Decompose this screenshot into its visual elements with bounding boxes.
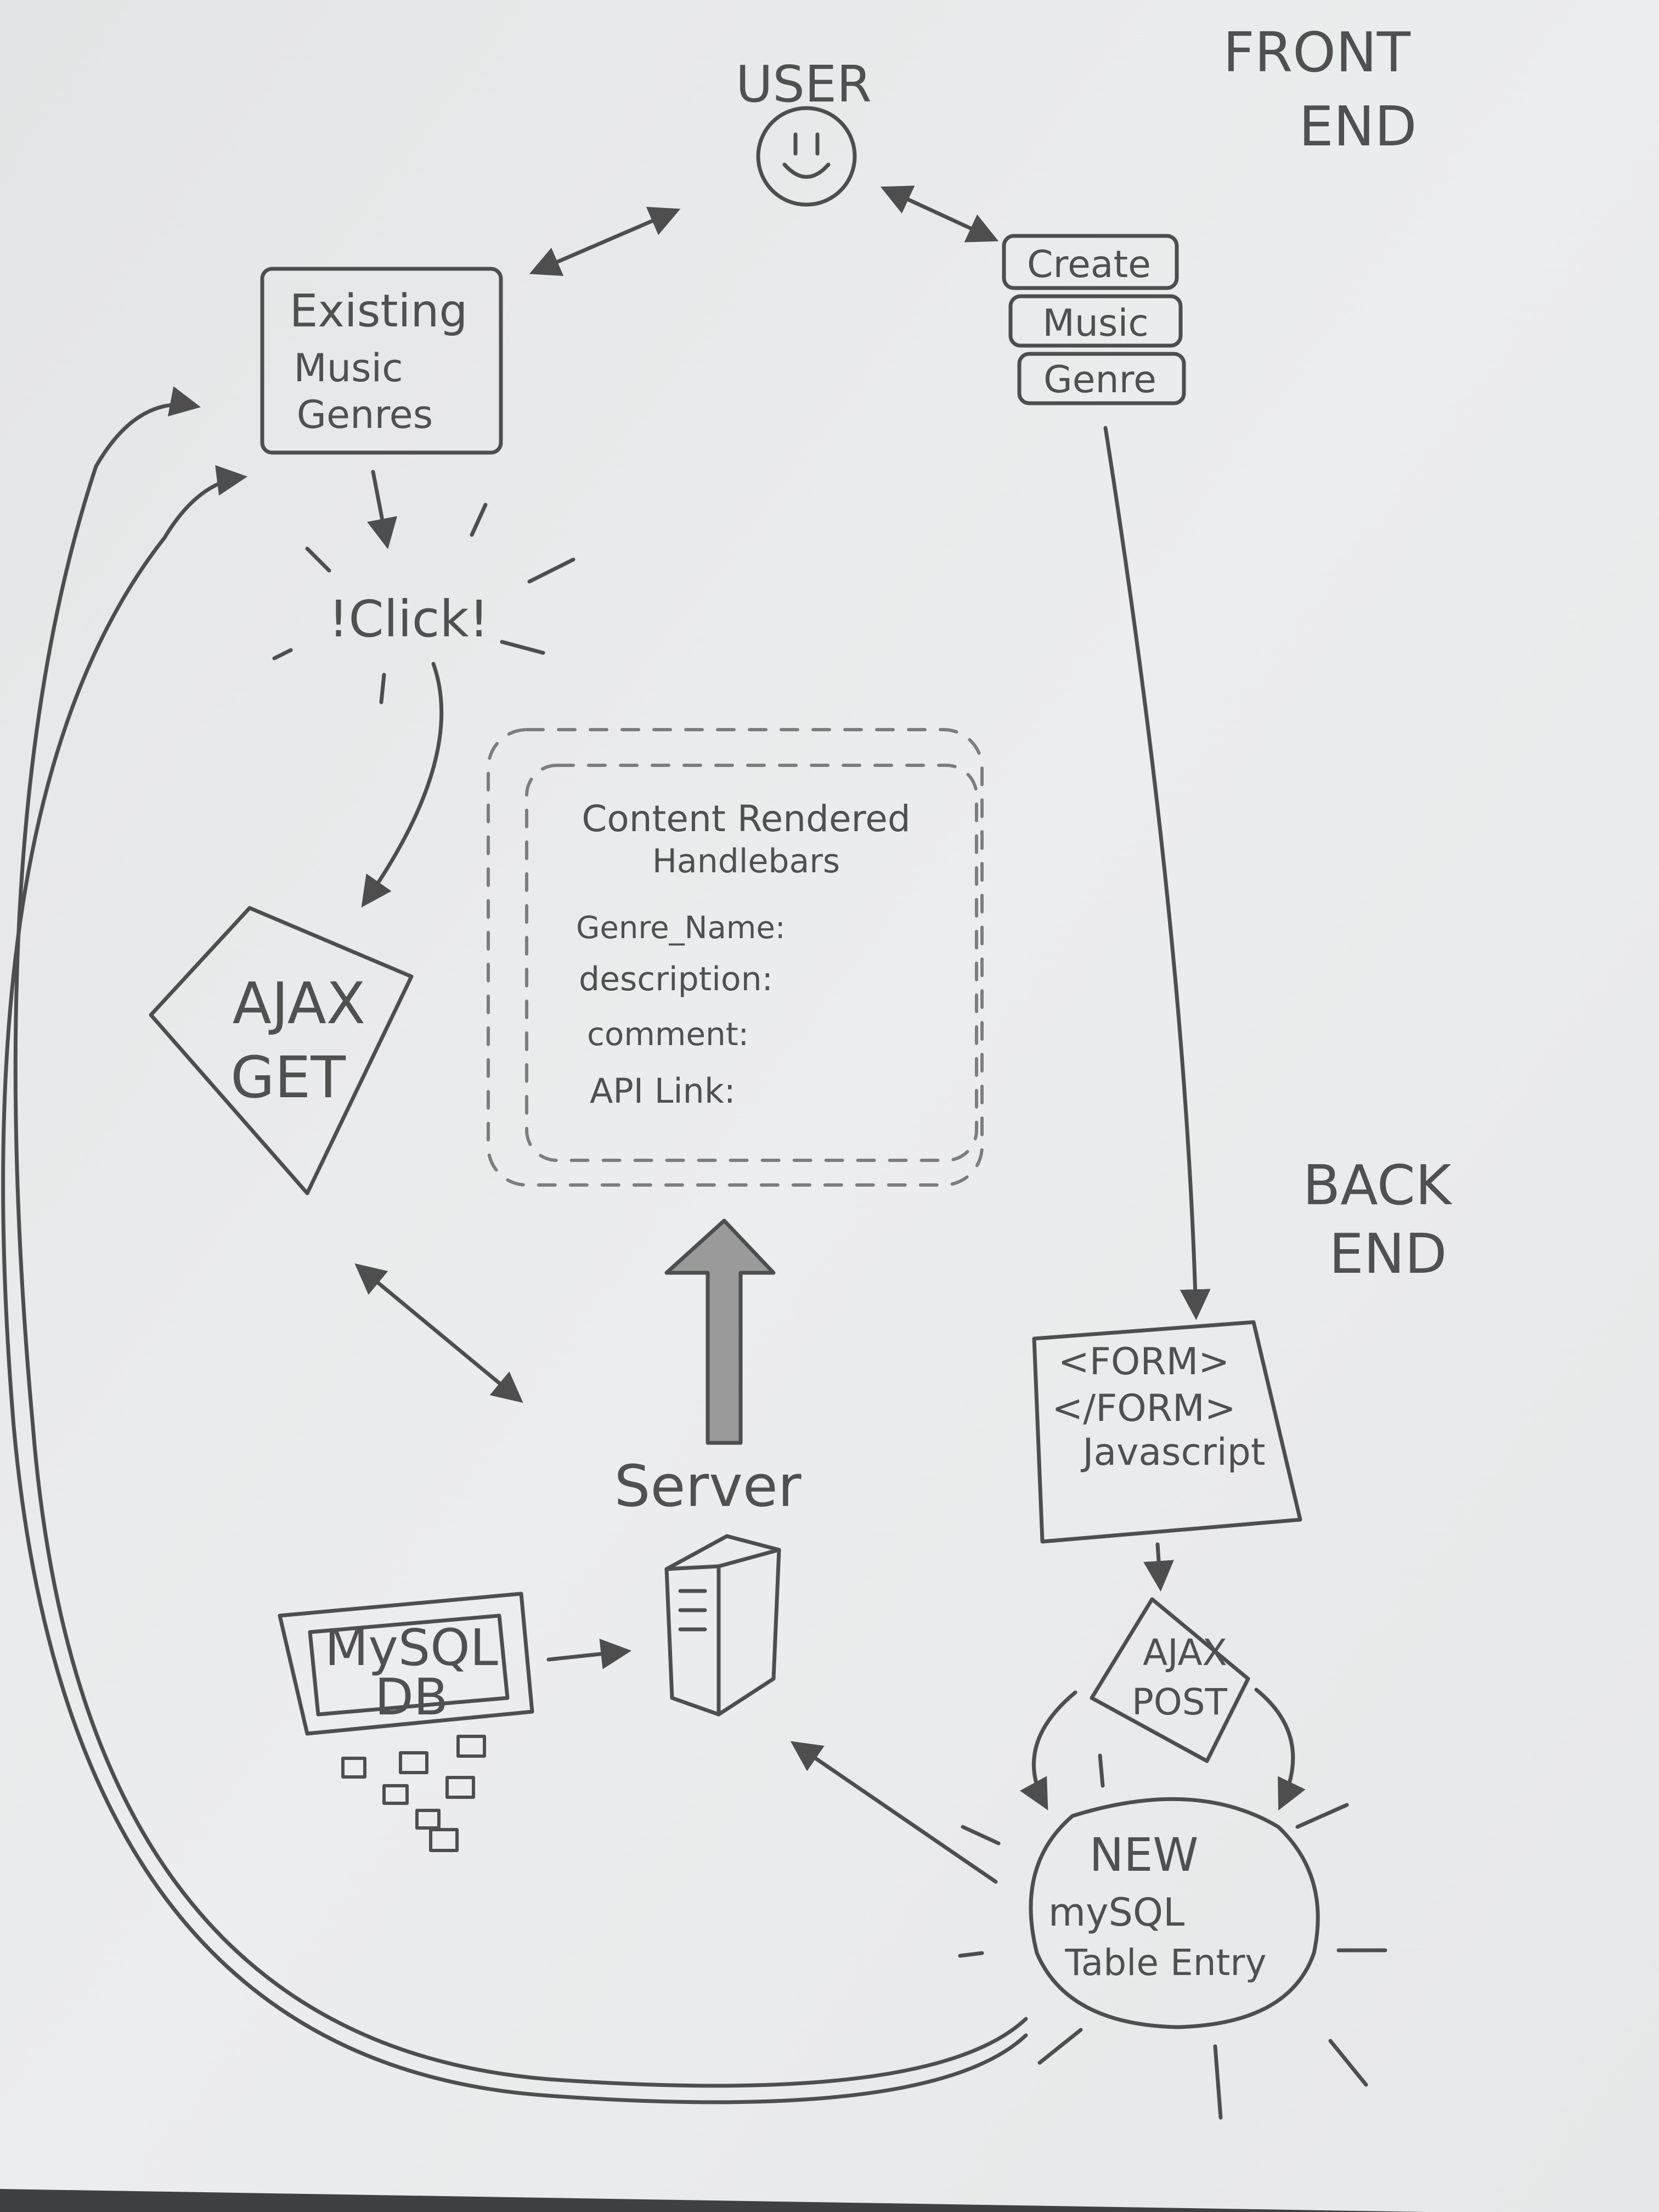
mysql-db-node: MySQL DB xyxy=(278,1592,534,1852)
svg-text:Music: Music xyxy=(1042,302,1148,345)
field-genre-name: Genre_Name: xyxy=(576,910,786,946)
arrow-new-existing-inner xyxy=(1,465,1028,2104)
svg-text:</FORM>: </FORM> xyxy=(1052,1387,1235,1430)
svg-text:Table Entry: Table Entry xyxy=(1064,1942,1266,1984)
field-description: description: xyxy=(579,960,773,998)
arrow-new-server xyxy=(790,1741,998,1884)
create-genre-buttons: Create Music Genre xyxy=(1002,234,1186,405)
arrow-db-server xyxy=(546,1638,632,1669)
existing-genres-box: Existing Music Genres xyxy=(260,267,503,455)
arrow-new-existing-outer xyxy=(13,386,1028,2088)
back-end-label: BACK END xyxy=(1303,1153,1453,1286)
server-tower-icon xyxy=(664,1534,781,1717)
svg-text:Music: Music xyxy=(294,346,403,391)
arrow-ajaxpost-new-left xyxy=(1019,1690,1077,1810)
arrow-server-content xyxy=(664,1218,776,1445)
svg-text:Existing: Existing xyxy=(290,285,468,337)
svg-text:FRONT: FRONT xyxy=(1223,20,1411,84)
arrow-ajaxget-server xyxy=(354,1263,523,1403)
svg-text:MySQL: MySQL xyxy=(325,1618,498,1677)
arrow-ajaxpost-new-right xyxy=(1254,1688,1306,1811)
server-node: Server xyxy=(614,1453,802,1717)
arrow-user-existing xyxy=(529,207,681,276)
ajax-post-node: AJAX POST xyxy=(1090,1597,1250,1763)
click-burst: !Click! xyxy=(272,503,575,704)
svg-text:Create: Create xyxy=(1027,243,1151,286)
arrow-create-form xyxy=(1103,426,1211,1321)
svg-text:NEW: NEW xyxy=(1090,1828,1199,1882)
field-comment: comment: xyxy=(587,1015,749,1053)
svg-text:AJAX: AJAX xyxy=(1143,1632,1227,1674)
field-api-link: API Link: xyxy=(590,1071,736,1111)
svg-text:Handlebars: Handlebars xyxy=(652,842,840,881)
arrow-form-ajaxpost xyxy=(1143,1542,1174,1592)
user-label: USER xyxy=(736,55,872,114)
svg-text:<FORM>: <FORM> xyxy=(1058,1340,1230,1384)
arrow-click-ajaxget xyxy=(361,662,444,908)
svg-text:Content Rendered: Content Rendered xyxy=(582,798,910,840)
svg-text:BACK: BACK xyxy=(1303,1153,1453,1217)
user-node: USER xyxy=(736,55,872,207)
record-squares-icon xyxy=(341,1735,486,1852)
content-rendered-box xyxy=(487,728,984,1187)
front-end-label: FRONT END xyxy=(1223,20,1417,159)
smiley-face-icon xyxy=(756,106,857,207)
arrow-existing-click xyxy=(367,470,398,549)
svg-text:Genre: Genre xyxy=(1043,358,1156,402)
svg-text:GET: GET xyxy=(230,1044,346,1111)
content-rendered-text: Content Rendered Handlebars Genre_Name: … xyxy=(576,798,911,1111)
form-node: <FORM> </FORM> Javascript xyxy=(1032,1320,1302,1544)
svg-text:END: END xyxy=(1299,94,1417,159)
svg-text:AJAX: AJAX xyxy=(233,970,365,1037)
svg-text:Javascript: Javascript xyxy=(1080,1431,1265,1474)
ajax-get-node: AJAX GET xyxy=(149,906,414,1195)
svg-text:mySQL: mySQL xyxy=(1048,1890,1184,1935)
new-entry-node: NEW mySQL Table Entry xyxy=(958,1753,1387,2120)
svg-text:Server: Server xyxy=(614,1453,801,1520)
svg-text:!Click!: !Click! xyxy=(329,590,489,648)
svg-text:DB: DB xyxy=(375,1668,448,1726)
svg-text:POST: POST xyxy=(1132,1681,1228,1723)
svg-text:Genres: Genres xyxy=(297,392,433,437)
svg-text:END: END xyxy=(1329,1222,1447,1286)
arrow-user-create xyxy=(880,185,999,242)
